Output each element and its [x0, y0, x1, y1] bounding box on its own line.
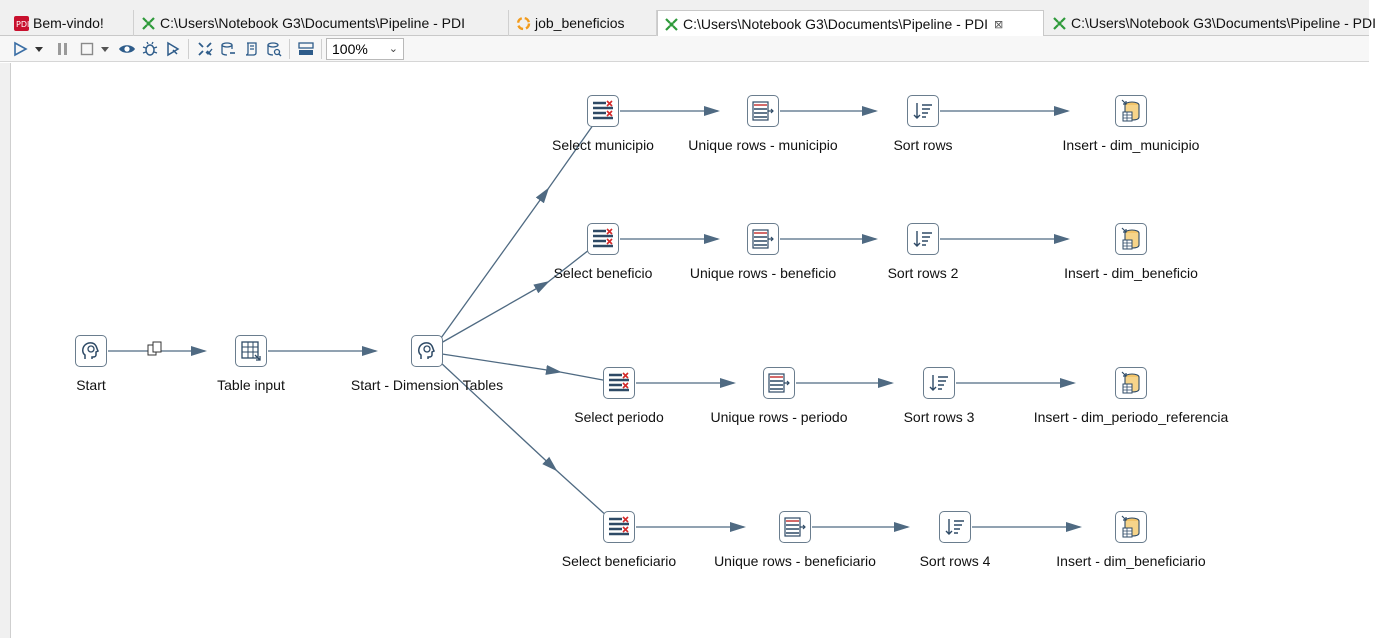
start-icon[interactable] — [75, 335, 107, 367]
step-label: Unique rows - periodo — [710, 409, 848, 425]
insert-update-icon[interactable] — [1115, 367, 1147, 399]
close-icon[interactable]: ⊠ — [994, 18, 1004, 31]
step-label: Sort rows — [893, 137, 953, 153]
pentaho-welcome-icon: PDI — [14, 15, 29, 31]
step-label: Table input — [217, 377, 285, 393]
pause-icon[interactable] — [54, 40, 72, 58]
transformation-icon — [141, 16, 156, 31]
step-label: Insert - dim_municipio — [1062, 137, 1200, 153]
step-label: Select periodo — [574, 409, 664, 425]
step-label: Unique rows - municipio — [688, 137, 838, 153]
step-label: Select beneficiario — [561, 553, 677, 569]
transformation-toolbar: 100% ⌄ — [0, 36, 1369, 62]
step-label: Select municipio — [552, 137, 654, 153]
insert-update-icon[interactable] — [1115, 223, 1147, 255]
select-values-icon[interactable] — [587, 95, 619, 127]
transformation-icon — [1052, 16, 1067, 31]
canvas-gutter — [0, 63, 10, 638]
select-values-icon[interactable] — [603, 367, 635, 399]
start-icon[interactable] — [411, 335, 443, 367]
run-dropdown-icon[interactable] — [33, 40, 45, 58]
step-label: Sort rows 3 — [903, 409, 975, 425]
tab-transformation-active[interactable]: C:\Users\Notebook G3\Documents\Pipeline … — [657, 10, 1044, 37]
step-label: Unique rows - beneficio — [689, 265, 837, 281]
step-label: Sort rows 2 — [887, 265, 959, 281]
hop — [440, 281, 550, 344]
step-label: Insert - dim_beneficiario — [1056, 553, 1206, 569]
show-results-icon[interactable] — [297, 40, 315, 58]
toolbar-separator — [321, 39, 322, 59]
unique-rows-icon[interactable] — [747, 223, 779, 255]
replay-icon[interactable] — [164, 40, 182, 58]
unique-rows-icon[interactable] — [763, 367, 795, 399]
insert-update-icon[interactable] — [1115, 511, 1147, 543]
tab-transformation-1[interactable]: C:\Users\Notebook G3\Documents\Pipeline … — [135, 10, 509, 36]
hop — [439, 361, 558, 472]
tab-label: C:\Users\Notebook G3\Documents\Pipeline … — [683, 16, 989, 32]
chevron-down-icon: ⌄ — [388, 43, 398, 55]
sort-rows-icon[interactable] — [923, 367, 955, 399]
table-input-icon[interactable] — [235, 335, 267, 367]
stop-dropdown-icon[interactable] — [99, 40, 111, 58]
sort-rows-icon[interactable] — [907, 223, 939, 255]
tab-label: C:\Users\Notebook G3\Documents\Pipeline … — [1071, 15, 1376, 31]
transformation-icon — [664, 17, 679, 32]
toolbar-separator — [289, 39, 290, 59]
step-label: Unique rows - beneficiario — [714, 553, 876, 569]
toolbar-separator — [188, 39, 189, 59]
tab-label: C:\Users\Notebook G3\Documents\Pipeline … — [160, 15, 466, 31]
explore-db-icon[interactable] — [265, 40, 283, 58]
verify-icon[interactable] — [196, 40, 214, 58]
run-icon[interactable] — [11, 40, 29, 58]
svg-text:PDI: PDI — [16, 20, 29, 29]
unique-rows-icon[interactable] — [779, 511, 811, 543]
select-values-icon[interactable] — [603, 511, 635, 543]
zoom-value: 100% — [332, 41, 368, 57]
sort-rows-icon[interactable] — [939, 511, 971, 543]
sql-icon[interactable] — [242, 40, 260, 58]
zoom-select[interactable]: 100% ⌄ — [326, 38, 404, 60]
tab-welcome[interactable]: PDI Bem-vindo! — [8, 10, 134, 36]
editor-tab-bar: PDI Bem-vindo! C:\Users\Notebook G3\Docu… — [0, 0, 1376, 37]
tab-transformation-3[interactable]: C:\Users\Notebook G3\Documents\Pipeline … — [1046, 10, 1376, 36]
stop-icon[interactable] — [78, 40, 96, 58]
copy-rows-icon — [147, 341, 162, 356]
tab-label: job_beneficios — [535, 15, 625, 31]
hop — [440, 187, 550, 339]
step-label: Start - Dimension Tables — [350, 377, 504, 393]
select-values-icon[interactable] — [587, 223, 619, 255]
debug-icon[interactable] — [141, 40, 159, 58]
step-label: Start — [76, 377, 106, 393]
step-label: Insert - dim_beneficio — [1064, 265, 1198, 281]
tab-job[interactable]: job_beneficios — [510, 10, 657, 36]
unique-rows-icon[interactable] — [747, 95, 779, 127]
step-label: Select beneficio — [553, 265, 653, 281]
step-label: Insert - dim_periodo_referencia — [1033, 409, 1229, 425]
preview-icon[interactable] — [118, 40, 136, 58]
step-label: Sort rows 4 — [919, 553, 991, 569]
hop — [441, 353, 562, 375]
sort-rows-icon[interactable] — [907, 95, 939, 127]
insert-update-icon[interactable] — [1115, 95, 1147, 127]
tab-label: Bem-vindo! — [33, 15, 104, 31]
impact-icon[interactable] — [219, 40, 237, 58]
job-icon — [516, 16, 531, 31]
